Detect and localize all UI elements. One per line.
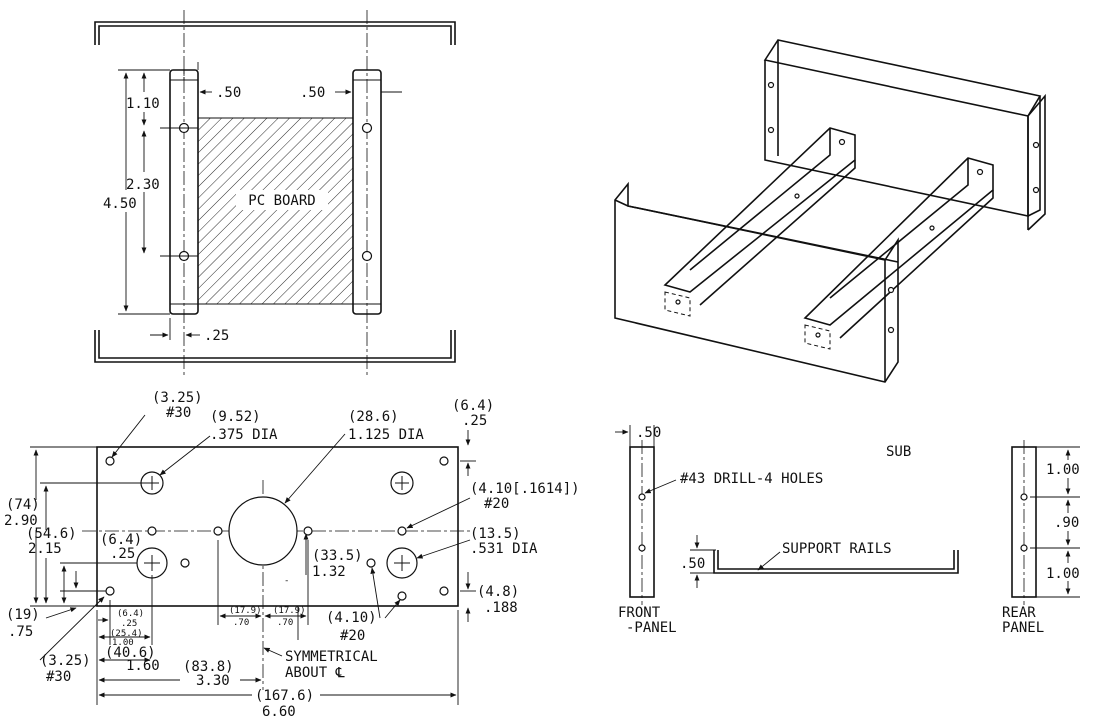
svg-text:-: - bbox=[284, 576, 289, 586]
dim-rear-2: .90 bbox=[1054, 515, 1079, 531]
hole-1125-metric: (28.6) bbox=[348, 409, 399, 425]
rear-panel-label-1: REAR bbox=[1002, 605, 1036, 621]
drill-note: #43 DRILL-4 HOLES bbox=[680, 471, 823, 487]
dim-height-total-metric: (74) bbox=[6, 497, 40, 513]
small-dim-6: .70 bbox=[233, 618, 249, 628]
small-dim-3: (25.4) bbox=[110, 629, 143, 639]
hole-30 bbox=[439, 456, 449, 466]
iso-front-panel bbox=[614, 181, 899, 383]
dim-bottom-left-metric: (19) bbox=[6, 607, 40, 623]
hole-20-bottom-metric: (4.10) bbox=[326, 610, 377, 626]
rear-panel-label-2: PANEL bbox=[1002, 620, 1044, 636]
dim-center-height-metric: (33.5) bbox=[312, 548, 363, 564]
small-dim-4: 1.00 bbox=[112, 638, 134, 648]
dim-40-6-metric: (40.6) bbox=[105, 645, 156, 661]
dim-rear-1: 1.00 bbox=[1046, 462, 1080, 478]
hole-30-top-metric: (3.25) bbox=[152, 390, 203, 406]
hole-20-right-label: #20 bbox=[484, 496, 509, 512]
mount-hole bbox=[361, 122, 373, 134]
hole-1125 bbox=[228, 496, 298, 566]
front-panel-view: (3.25) #30 (9.52) .375 DIA (28.6) 1.125 … bbox=[4, 390, 580, 720]
dim-rear-3: 1.00 bbox=[1046, 566, 1080, 582]
rail-view: .50 SUB #43 DRILL-4 HOLES SUPPORT RAILS … bbox=[615, 425, 1084, 636]
dim-rail-width-left: .50 bbox=[216, 85, 241, 101]
hole-30-top-label: #30 bbox=[166, 405, 191, 421]
dim-overall-length: 4.50 bbox=[103, 196, 137, 212]
dim-83-8-label: 3.30 bbox=[196, 673, 230, 689]
iso-left-rail bbox=[663, 127, 856, 293]
front-panel-label-1: FRONT bbox=[618, 605, 661, 621]
sub-label: SUB bbox=[886, 444, 911, 460]
small-dim-5: (17.9) bbox=[229, 606, 262, 616]
small-dim-1: (6.4) bbox=[117, 609, 144, 619]
small-dim-8: .70 bbox=[277, 618, 293, 628]
dim-top-right-label: .25 bbox=[462, 413, 487, 429]
dim-rail-width-right: .50 bbox=[300, 85, 325, 101]
dim-height-total-label: 2.90 bbox=[4, 513, 38, 529]
dim-hole-spacing: 2.30 bbox=[126, 177, 160, 193]
dim-83-8-metric: (83.8) bbox=[183, 659, 234, 675]
hole-375-label: .375 DIA bbox=[210, 427, 278, 443]
dim-left-hole-label: .25 bbox=[110, 546, 135, 562]
dim-top-right-metric: (6.4) bbox=[452, 398, 494, 414]
hole-30 bbox=[105, 586, 115, 596]
hole-531-label: .531 DIA bbox=[470, 541, 538, 557]
dim-top-to-hole: 1.10 bbox=[126, 96, 160, 112]
iso-rear-panel bbox=[763, 39, 1042, 217]
dim-gap: .25 bbox=[204, 328, 229, 344]
front-panel-label-2: -PANEL bbox=[626, 620, 677, 636]
pc-board bbox=[197, 117, 354, 305]
front-panel-section bbox=[94, 330, 456, 363]
hole-531-metric: (13.5) bbox=[470, 526, 521, 542]
hole-30-bottom-metric: (3.25) bbox=[40, 653, 91, 669]
top-view: PC BOARD 4.50 1.10 2.30 .50 bbox=[94, 10, 456, 375]
dim-bottom-left-label: .75 bbox=[8, 624, 33, 640]
dim-height-mid-metric: (54.6) bbox=[26, 526, 77, 542]
support-rail-section bbox=[713, 550, 959, 574]
symmetrical-note-2: ABOUT ℄ bbox=[285, 665, 345, 681]
symmetrical-note-1: SYMMETRICAL bbox=[285, 649, 378, 665]
dim-overall-width-metric: (167.6) bbox=[255, 688, 314, 704]
dim-height-mid-label: 2.15 bbox=[28, 541, 62, 557]
rear-panel-section bbox=[94, 21, 456, 45]
hole-375-metric: (9.52) bbox=[210, 409, 261, 425]
hole-20-right-metric: (4.10[.1614]) bbox=[470, 481, 580, 497]
hole-30 bbox=[105, 456, 115, 466]
dim-left-hole-metric: (6.4) bbox=[100, 532, 142, 548]
support-rails-label: SUPPORT RAILS bbox=[782, 541, 892, 557]
pc-board-label: PC BOARD bbox=[248, 193, 315, 209]
dim-overall-width-label: 6.60 bbox=[262, 704, 296, 720]
front-panel-outline bbox=[96, 446, 459, 607]
dim-right-bottom-label: .188 bbox=[484, 600, 518, 616]
hole-30-bottom-label: #30 bbox=[46, 669, 71, 685]
hole-1125-label: 1.125 DIA bbox=[348, 427, 424, 443]
dim-40-6-label: 1.60 bbox=[126, 658, 160, 674]
dim-right-bottom-metric: (4.8) bbox=[477, 584, 519, 600]
iso-right-rail bbox=[803, 157, 994, 326]
dim-center-height-label: 1.32 bbox=[312, 564, 346, 580]
hole-30 bbox=[439, 586, 449, 596]
small-dim-7: (17.9) bbox=[273, 606, 306, 616]
right-support-rail bbox=[352, 69, 382, 315]
mount-hole bbox=[361, 250, 373, 262]
small-dim-2: .25 bbox=[121, 619, 137, 629]
dim-rail-height: .50 bbox=[680, 556, 705, 572]
hole-20-bottom-label: #20 bbox=[340, 628, 365, 644]
dim-panel-thickness: .50 bbox=[636, 425, 661, 441]
isometric-view bbox=[614, 39, 1046, 383]
